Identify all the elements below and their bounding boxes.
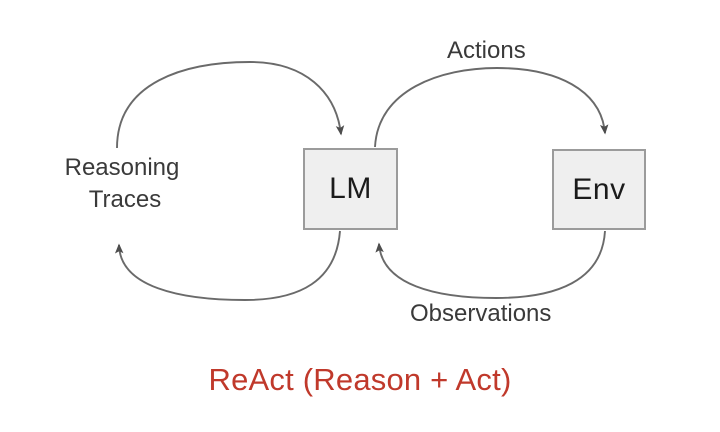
caption-react: ReAct (Reason + Act) <box>208 362 512 397</box>
node-lm[interactable]: LM <box>303 148 398 230</box>
node-env[interactable]: Env <box>552 149 646 230</box>
label-reasoning-line1: Reasoning <box>64 154 180 181</box>
edge-reasoning-bottom-arc <box>114 230 341 301</box>
edge-actions-arc <box>374 67 609 148</box>
edge-observations-arc <box>375 230 606 299</box>
node-env-label: Env <box>572 172 626 206</box>
node-lm-label: LM <box>329 172 372 205</box>
edge-reasoning-top-arc <box>116 61 345 149</box>
label-reasoning-line2: Traces <box>88 186 162 214</box>
label-reasoning-traces: Reasoning Traces <box>42 152 202 217</box>
label-observations: Observations <box>410 300 552 327</box>
label-actions: Actions <box>447 37 526 64</box>
